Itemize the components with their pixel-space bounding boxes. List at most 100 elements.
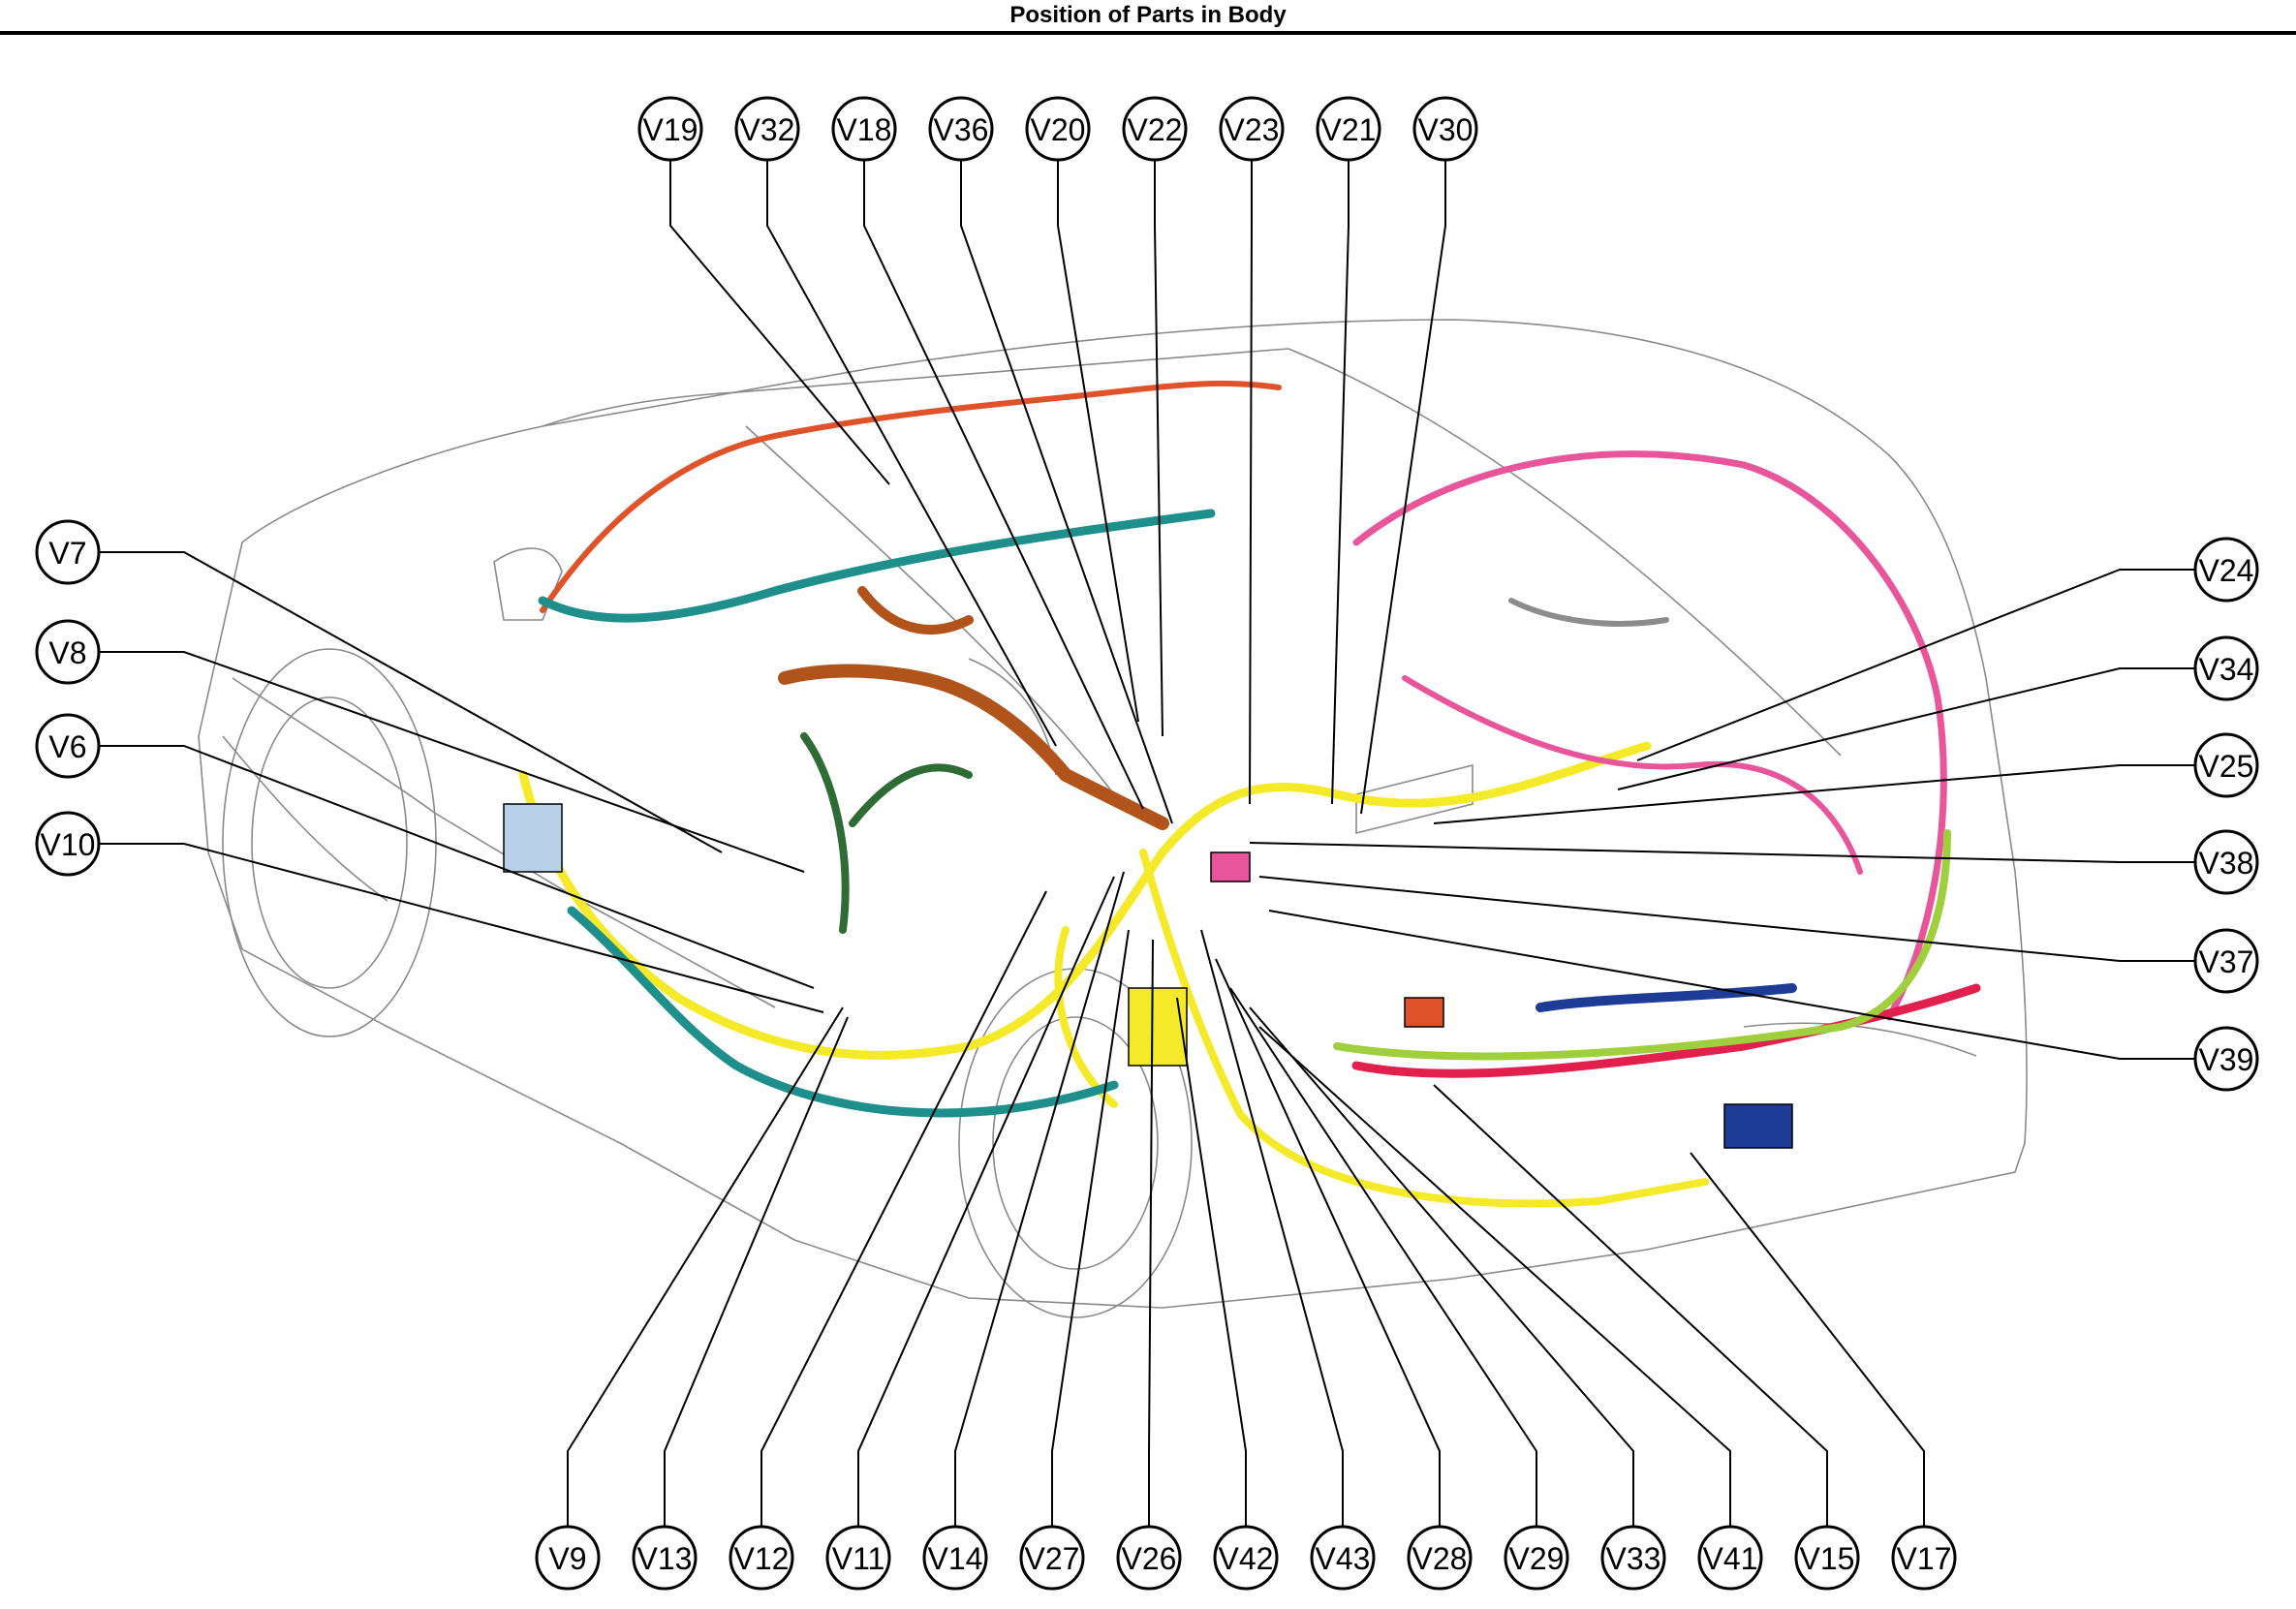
harness-dark-green (800, 732, 973, 934)
callout-circle (1213, 1525, 1279, 1591)
callout-v24: V24 (1636, 537, 2259, 761)
callout-label: V33 (1606, 1541, 1661, 1576)
leader-line (99, 745, 815, 989)
callout-label: V43 (1316, 1541, 1371, 1576)
callout-v41: V41 (1258, 1026, 1763, 1591)
harness-grey (1508, 598, 1669, 627)
callout-circle (535, 1525, 601, 1591)
callout-circle (35, 811, 101, 877)
leader-line (954, 871, 1125, 1527)
callout-v21: V21 (1316, 96, 1381, 805)
callout-v9: V9 (535, 1006, 844, 1591)
callout-circle (825, 1525, 891, 1591)
callout-circle (1025, 96, 1091, 162)
callout-v26: V26 (1116, 939, 1182, 1591)
callout-label: V8 (48, 635, 86, 670)
leader-line (1258, 876, 2195, 962)
callout-circle (1310, 1525, 1376, 1591)
callout-v6: V6 (35, 713, 815, 989)
leader-line (1057, 160, 1139, 723)
callout-label: V22 (1128, 112, 1183, 147)
callout-circle (1219, 96, 1285, 162)
harness-crimson (1351, 983, 1981, 1078)
leader-line (863, 160, 1144, 810)
callout-circle (729, 1525, 794, 1591)
callout-circle (2193, 1026, 2259, 1092)
callout-v10: V10 (35, 811, 824, 1013)
page-title: Position of Parts in Body (1009, 2, 1287, 28)
callout-label: V17 (1897, 1541, 1952, 1576)
callout-circle (2193, 537, 2259, 603)
callout-circle (831, 96, 897, 162)
leader-line (1433, 1084, 1828, 1527)
callout-v42: V42 (1176, 997, 1279, 1591)
leader-line (1690, 1152, 1925, 1527)
callout-v12: V12 (729, 890, 1047, 1591)
callout-circle (1697, 1525, 1763, 1591)
callout-v7: V7 (35, 519, 723, 853)
wiring-harness (518, 380, 1981, 1208)
car-body-outline (198, 319, 2028, 1318)
leader-line (1215, 958, 1441, 1527)
leader-line (766, 160, 1057, 747)
callout-label: V7 (48, 536, 86, 571)
callout-label: V9 (548, 1541, 586, 1576)
callout-circle (1504, 1525, 1569, 1591)
connector (503, 803, 563, 873)
callout-v30: V30 (1360, 96, 1478, 815)
callout-circle (2193, 928, 2259, 994)
leader-line (1360, 160, 1446, 815)
callout-v43: V43 (1200, 929, 1376, 1591)
callout-circle (1407, 1525, 1473, 1591)
harness-teal-roof (538, 509, 1216, 623)
callout-label: V15 (1800, 1541, 1855, 1576)
title-rule (0, 31, 2296, 35)
callout-v39: V39 (1268, 910, 2259, 1092)
leader-line (1268, 910, 2195, 1060)
callout-v18: V18 (831, 96, 1144, 810)
leader-line (664, 1016, 849, 1527)
callout-label: V12 (734, 1541, 790, 1576)
leader-line (1433, 764, 2195, 824)
harness-brown (778, 664, 1169, 830)
leader-line (1258, 1026, 1731, 1527)
callout-label: V20 (1031, 112, 1086, 147)
callout-v36: V36 (928, 96, 1173, 824)
callout-v11: V11 (825, 876, 1115, 1591)
callout-label: V42 (1219, 1541, 1274, 1576)
callout-circle (1600, 1525, 1666, 1591)
leader-line (1200, 929, 1344, 1527)
callout-label: V34 (2199, 652, 2254, 687)
callout-circle (1019, 1525, 1085, 1591)
harness-orange-red (540, 380, 1282, 613)
callout-circle (637, 96, 703, 162)
connector (1210, 851, 1251, 882)
callout-label: V11 (832, 1541, 885, 1576)
callout-circle (35, 713, 101, 779)
callout-circle (1891, 1525, 1957, 1591)
harness-yellow-2 (1139, 849, 1709, 1208)
callout-label: V18 (837, 112, 892, 147)
leader-line (99, 651, 805, 873)
harness-lime (1333, 829, 1951, 1061)
callout-label: V6 (48, 729, 86, 764)
callout-circle (1316, 96, 1381, 162)
leader-line (1331, 160, 1350, 805)
harness-yellow-main (518, 741, 1652, 1060)
callout-v27: V27 (1019, 929, 1130, 1591)
callout-circle (35, 619, 101, 685)
callout-v28: V28 (1215, 958, 1473, 1591)
callout-v17: V17 (1690, 1152, 1957, 1591)
callout-circle (2193, 635, 2259, 701)
callout-label: V19 (643, 112, 698, 147)
callout-label: V25 (2199, 749, 2254, 784)
leader-line (1176, 997, 1247, 1527)
leader-line (857, 876, 1115, 1527)
callout-label: V28 (1412, 1541, 1468, 1576)
callout-label: V39 (2199, 1042, 2254, 1077)
callout-circle (1116, 1525, 1182, 1591)
leader-line (669, 160, 890, 485)
callout-v19: V19 (637, 96, 890, 485)
callout-v25: V25 (1433, 732, 2259, 824)
